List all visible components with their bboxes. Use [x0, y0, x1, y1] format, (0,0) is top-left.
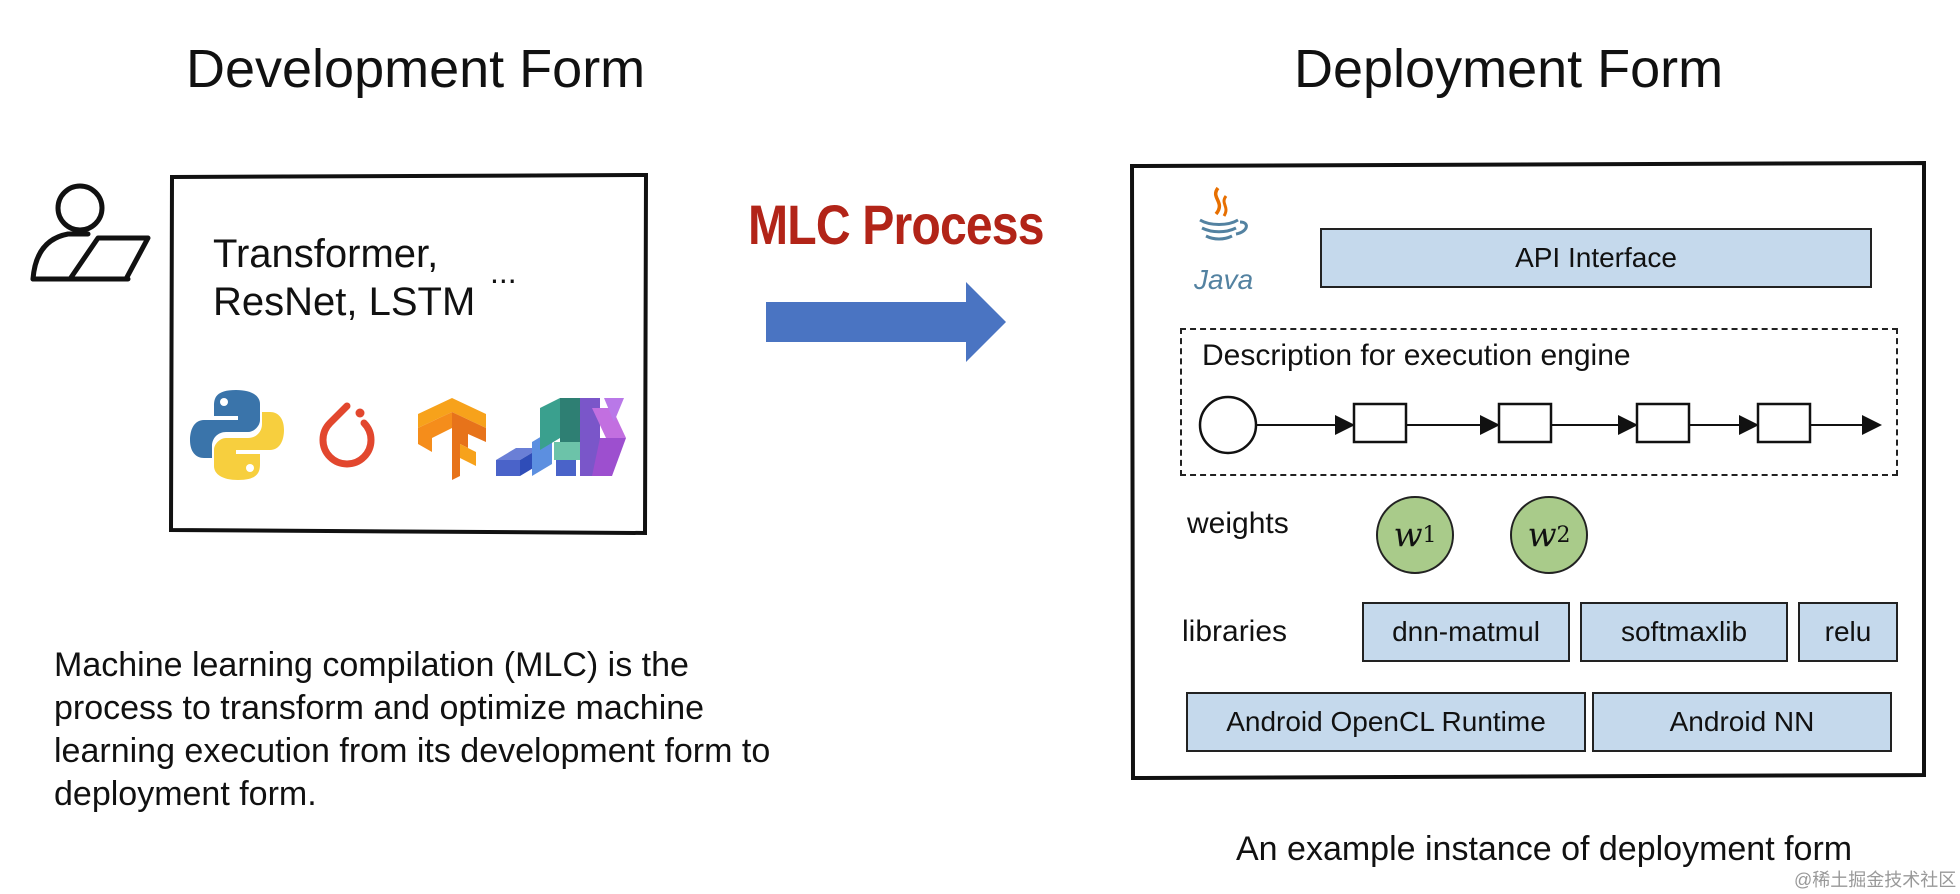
watermark-text: @稀土掘金技术社区	[1794, 870, 1957, 890]
jax-logo-icon	[496, 398, 626, 476]
library-softmaxlib: softmaxlib	[1580, 602, 1788, 662]
tensorflow-logo-icon	[418, 398, 486, 480]
development-form-heading: Development Form	[186, 39, 646, 99]
java-logo-icon	[1199, 186, 1248, 241]
development-box	[168, 172, 649, 536]
deployment-box	[1129, 160, 1926, 781]
runtime-android-nn: Android NN	[1592, 692, 1892, 752]
mlc-process-arrow	[766, 282, 1006, 362]
user-laptop-icon	[30, 183, 151, 282]
pytorch-logo-icon	[319, 402, 375, 468]
library-dnn-matmul: dnn-matmul	[1362, 602, 1570, 662]
dev-models-line2: ResNet, LSTM	[213, 280, 476, 324]
dev-models-line1: Transformer,	[213, 232, 439, 276]
libraries-label: libraries	[1182, 615, 1288, 648]
execution-graph	[1198, 395, 1882, 455]
deployment-form-heading: Deployment Form	[1294, 39, 1724, 99]
library-relu: relu	[1798, 602, 1898, 662]
api-interface-box: API Interface	[1320, 228, 1872, 288]
dev-ellipsis: ...	[490, 254, 517, 290]
python-logo-icon	[190, 390, 284, 480]
java-logo-text: Java	[1194, 264, 1254, 295]
execution-engine-panel	[1180, 328, 1898, 476]
deployment-form-caption: An example instance of deployment form	[1236, 830, 1853, 868]
runtime-android-opencl: Android OpenCL Runtime	[1186, 692, 1586, 752]
execution-engine-description: Description for execution engine	[1202, 339, 1631, 372]
mlc-description-caption: Machine learning compilation (MLC) is th…	[54, 646, 771, 813]
weights-label: weights	[1187, 507, 1289, 540]
mlc-process-label: MLC Process	[748, 193, 1045, 256]
